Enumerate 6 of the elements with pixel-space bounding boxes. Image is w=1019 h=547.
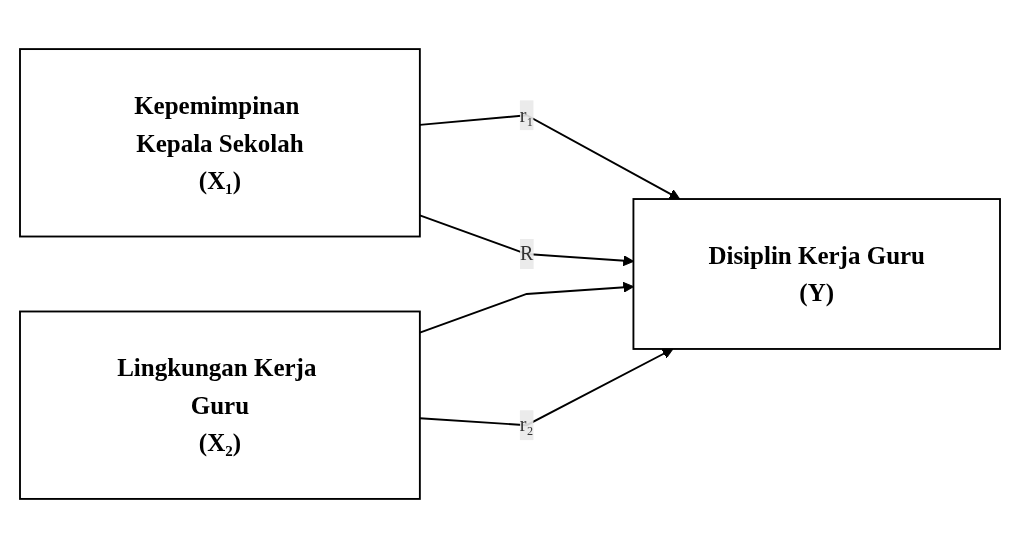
edge-label: r₁ — [519, 103, 533, 125]
node-box: Kepemimpinan Kepala Sekolah (X₁) — [18, 47, 421, 237]
edge-label: r₂ — [519, 413, 533, 435]
edge-label: R — [519, 242, 533, 264]
node-box: Lingkungan Kerja Guru (X₂) — [18, 310, 421, 500]
node-box: Disiplin Kerja Guru (Y) — [632, 197, 1001, 350]
